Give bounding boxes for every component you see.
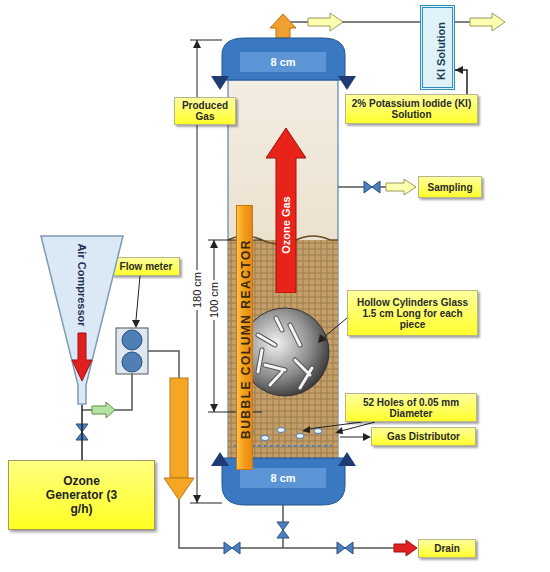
valve — [364, 181, 380, 193]
flange-bolt — [338, 76, 356, 90]
dimension-arrow — [210, 240, 218, 248]
node-text: Hollow Cylinders Glass 1.5 cm Long for e… — [351, 297, 474, 330]
flow-arrow — [308, 13, 343, 31]
flow-arrow — [386, 179, 416, 195]
dimension-arrow — [193, 495, 201, 503]
dimension-arrow — [193, 40, 201, 48]
node-text: Drain — [434, 543, 460, 554]
callout-box: 2% Potassium Iodide (KI) Solution — [345, 94, 478, 124]
bubble — [261, 436, 269, 441]
bubble — [277, 428, 285, 433]
dimension-tick — [190, 40, 222, 41]
gas-out-arrow — [270, 14, 296, 38]
callout-box: Sampling — [418, 176, 482, 198]
dimension-label: 180 cm — [191, 270, 203, 310]
glass-packing — [241, 308, 329, 396]
cap-panel — [240, 468, 326, 488]
ozone-pipe — [148, 351, 179, 378]
node-text: Gas Distributor — [387, 431, 460, 442]
node-text: Produced Gas — [178, 100, 232, 122]
node-text: Air Compressor — [76, 243, 88, 326]
flow-arrow — [92, 402, 115, 418]
meter-dial — [122, 330, 142, 350]
dimension-label: 8 cm — [270, 56, 295, 68]
dimension-arrow — [210, 404, 218, 412]
node-text: 52 Holes of 0.05 mm Diameter — [349, 397, 473, 419]
gas-arrow — [266, 128, 306, 293]
vent-arrow — [470, 13, 505, 31]
callout-box: Drain — [418, 539, 476, 558]
dimension-line — [214, 240, 215, 412]
dimension-label: 8 cm — [270, 472, 295, 484]
dimension-tick — [208, 240, 262, 241]
valve — [277, 522, 289, 538]
valve — [337, 542, 353, 554]
node-text: Ozone Generator (3 g/h) — [46, 474, 118, 516]
node-text: BUBBLE COLUMN REACTOR — [239, 239, 253, 439]
air-arrow — [72, 333, 92, 381]
glass-cylinders — [258, 318, 312, 388]
callout-box: Produced Gas — [174, 97, 236, 125]
connector — [455, 66, 467, 94]
callout-box: Flow meter — [112, 257, 180, 276]
flange-bolt — [211, 76, 229, 90]
dimension-tick — [190, 503, 222, 504]
connector — [82, 405, 83, 460]
connector-line — [81, 405, 83, 460]
ozone-generator-box: Ozone Generator (3 g/h) — [8, 460, 155, 530]
dimension-label: 100 cm — [208, 280, 220, 320]
node-text: Flow meter — [120, 261, 173, 272]
reactor-title-bar: BUBBLE COLUMN REACTOR — [236, 205, 253, 470]
callout-box: Hollow Cylinders Glass 1.5 cm Long for e… — [347, 290, 478, 336]
leader-line — [323, 318, 347, 338]
connector-line — [455, 70, 467, 94]
column-body — [228, 80, 338, 458]
arrow-head — [455, 66, 463, 74]
callout-box: Gas Distributor — [371, 427, 476, 446]
leader-arrow — [335, 427, 343, 434]
leader-line — [340, 437, 364, 438]
valve — [224, 542, 240, 554]
leader-line — [341, 422, 375, 431]
glass-cylinders — [258, 318, 312, 388]
leader-arrow — [318, 334, 327, 343]
leader-arrow — [132, 320, 140, 328]
valve — [76, 424, 88, 440]
absorber-bottle: KI Solution — [420, 5, 455, 90]
feed-arrow — [164, 478, 194, 500]
leader-line — [136, 276, 140, 320]
top-cap — [222, 38, 345, 80]
node-text: Ozone Gas — [280, 196, 292, 253]
leader-arrow — [302, 426, 310, 433]
leader-arrow — [363, 433, 371, 441]
bottom-pipe — [179, 500, 396, 548]
meter-dial — [122, 352, 142, 372]
node-text: Sampling — [427, 182, 472, 193]
flow-meter — [116, 328, 148, 374]
rotameter-cone — [41, 236, 123, 404]
vent-pipe — [455, 21, 470, 23]
feed-pipe — [170, 378, 188, 478]
cap-panel — [240, 52, 326, 72]
node-text: KI Solution — [435, 21, 447, 79]
flange-bolt — [211, 452, 229, 466]
callout-box: 52 Holes of 0.05 mm Diameter — [345, 393, 477, 422]
bubble — [314, 429, 322, 434]
flange-bolt — [338, 452, 356, 466]
dimension-tick — [208, 412, 262, 413]
air-compressor-rotameter: Air Compressor — [40, 235, 124, 405]
node-text: 2% Potassium Iodide (KI) Solution — [349, 98, 474, 120]
gas-flow-arrow: Ozone Gas — [266, 128, 306, 293]
drain-arrow — [394, 540, 417, 556]
bubble — [296, 434, 304, 439]
